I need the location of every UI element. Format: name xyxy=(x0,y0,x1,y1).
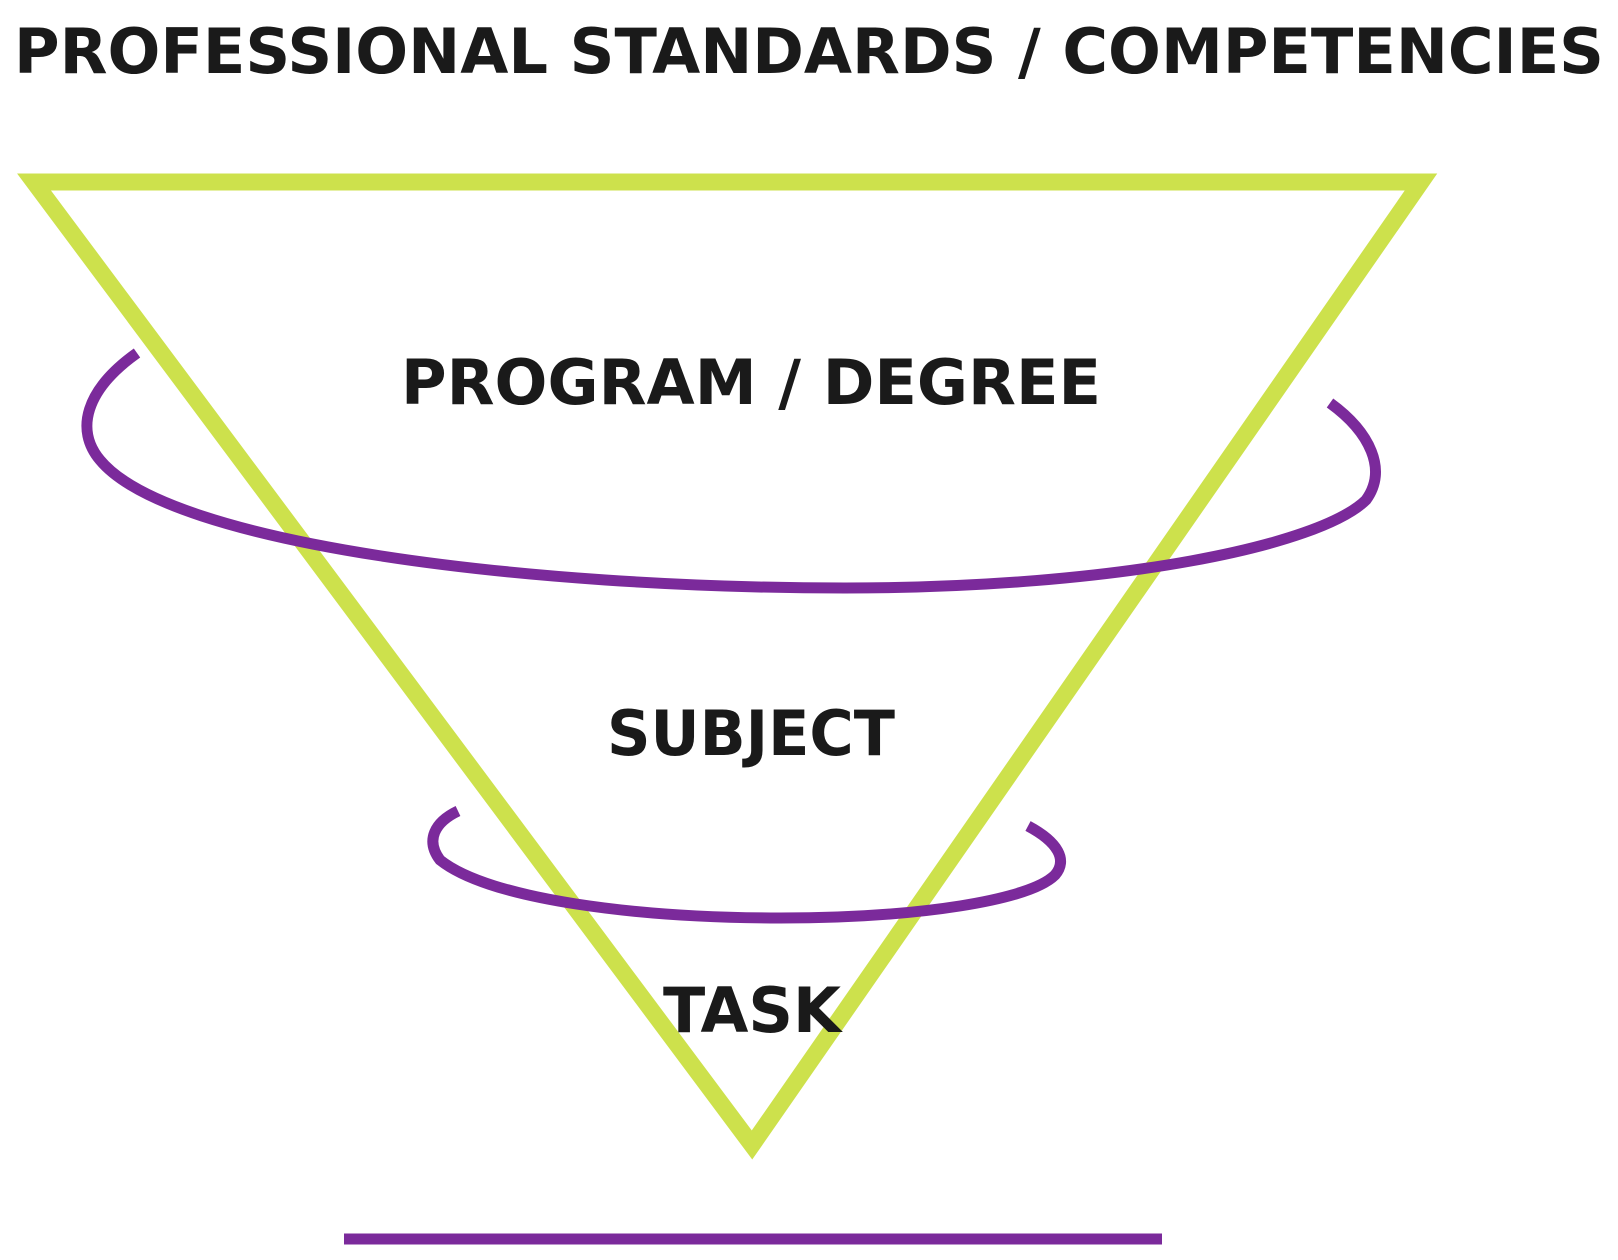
funnel-triangle xyxy=(17,173,1438,1160)
level-label-program-degree: PROGRAM / DEGREE xyxy=(401,346,1101,419)
diagram-title: PROFESSIONAL STANDARDS / COMPETENCIES xyxy=(14,15,1604,88)
level-label-subject: SUBJECT xyxy=(607,697,895,770)
lower-ring xyxy=(427,806,1066,924)
upper-ring xyxy=(81,348,1381,594)
level-label-task: TASK xyxy=(663,974,843,1047)
